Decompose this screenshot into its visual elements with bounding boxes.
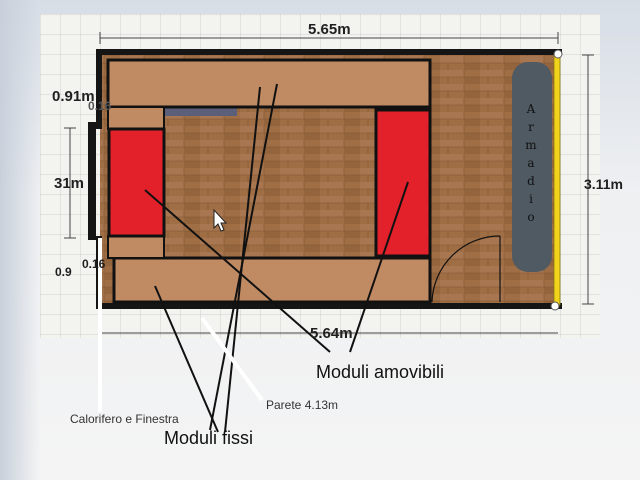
wardrobe-letter: i [529,192,533,206]
dimension-left-lower: 0.9 [55,265,72,279]
shelf-strip [165,108,237,116]
fixed-module-left-top [107,106,165,130]
dimension-lines [64,32,594,334]
monitor-edge [0,0,40,480]
annotation-leaders [144,83,409,433]
wardrobe-letter: A [526,102,536,116]
dimension-left-upper: 0.91m [52,88,95,105]
removable-module-right [374,108,432,258]
wardrobe-letter: a [527,156,535,170]
caption-wall: Parete 4.13m [266,398,339,412]
corner-node-top [553,49,563,59]
wardrobe-label: A r m a d i o [520,100,542,226]
dimension-right: 3.11m [584,176,623,192]
fixed-module-top [106,58,432,109]
fixed-module-left-bottom [107,235,165,259]
caption-removable-modules: Moduli amovibili [316,362,445,382]
removable-module-left [107,127,166,238]
wardrobe-letter: m [525,138,537,152]
wardrobe-letter: d [527,174,535,188]
caption-radiator-window: Calorifero e Finestra [70,412,179,426]
door [431,235,501,303]
wardrobe-letter: r [528,120,534,134]
dimension-left-mid: 31m [54,175,85,192]
wall-leader [200,316,264,402]
wardrobe [512,62,552,272]
dimension-top: 5.65m [308,21,351,38]
fixed-module-bottom [112,256,432,304]
corner-node-bottom [550,301,560,311]
dimension-bottom: 5.64m [310,325,353,342]
dimension-left-lower-sub: 0.16 [82,257,106,271]
wardrobe-letter: o [527,210,535,224]
caption-fixed-modules: Moduli fissi [164,428,254,448]
dimension-left-upper-sub: 0.16 [88,99,112,113]
mouse-cursor-icon [213,208,228,232]
door-frame [553,54,561,306]
